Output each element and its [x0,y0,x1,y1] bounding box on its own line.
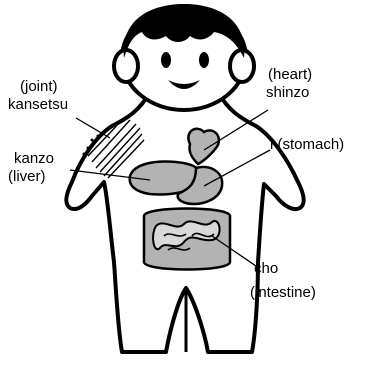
left-ear [114,50,138,82]
label-liver-japanese: kanzo [14,150,54,168]
label-joint-english: (joint) [20,78,58,96]
label-intestine-japanese: cho [254,260,278,278]
label-joint-japanese: kansetsu [8,96,68,114]
left-eye [161,52,171,68]
label-intestine-english: (intestine) [250,284,316,302]
leader-joint [76,118,110,138]
label-liver-english: (liver) [8,168,46,186]
right-eye [199,52,209,68]
label-heart-japanese: shinzo [266,84,309,102]
right-ear [230,50,254,82]
label-stomach: i (stomach) [270,136,344,154]
label-heart-english: (heart) [268,66,312,84]
